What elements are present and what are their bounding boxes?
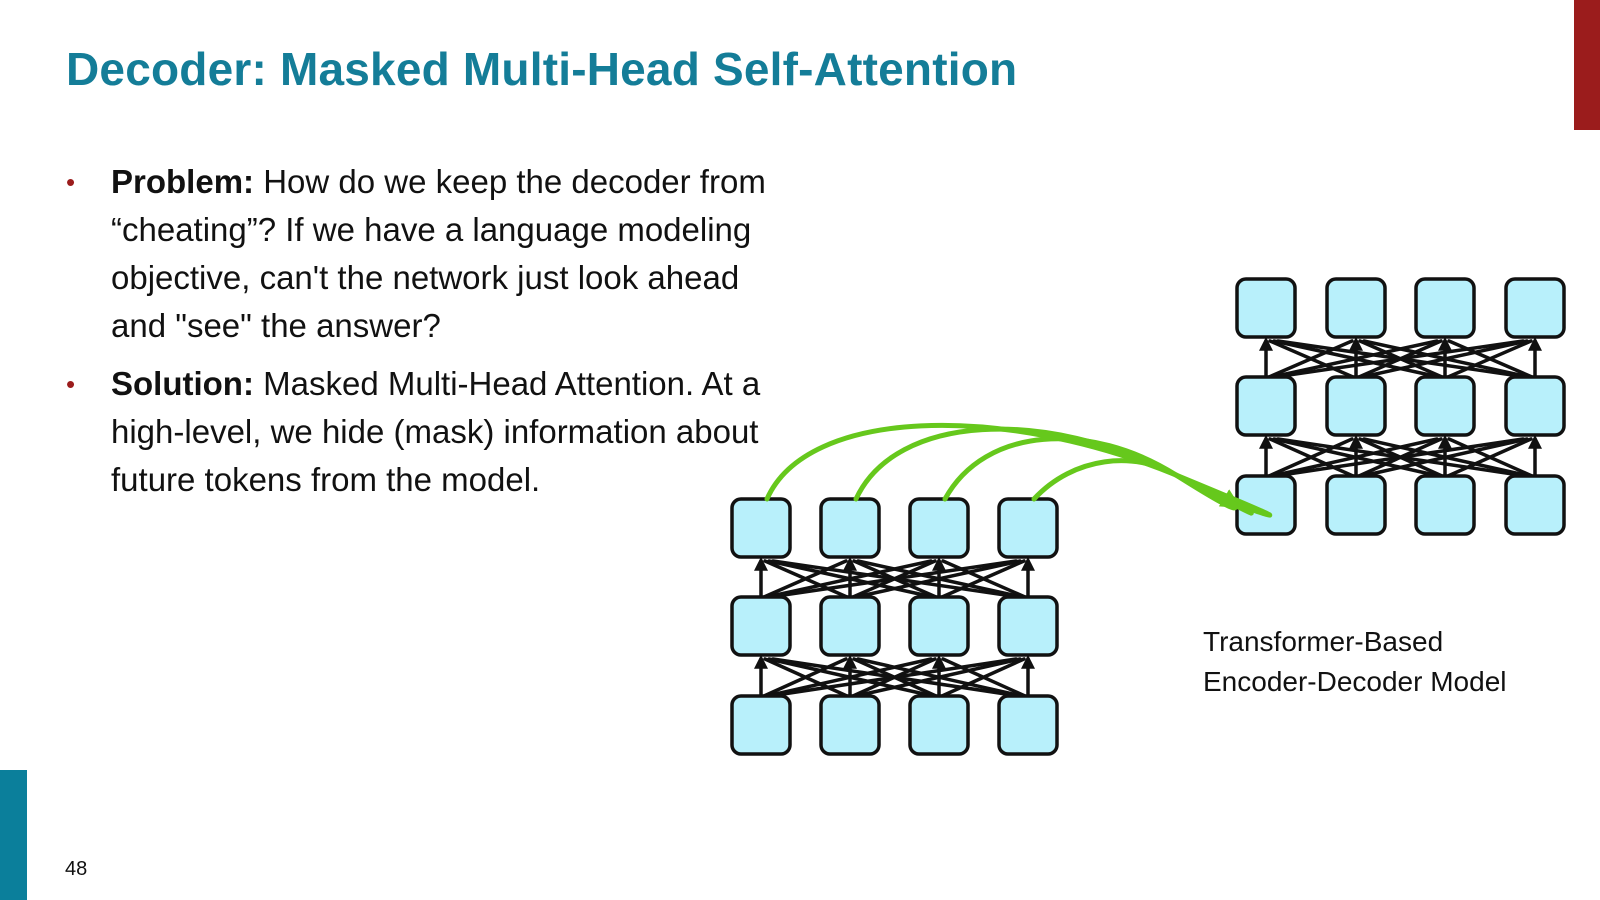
- cross-attention-arrows: [764, 422, 1273, 518]
- decoder-attention-edge: [1268, 437, 1355, 478]
- bullet-solution-lead: Solution:: [111, 365, 254, 402]
- decoder-node: [1504, 474, 1566, 536]
- decoder-node: [1504, 375, 1566, 437]
- bottom-left-accent-bar: [0, 770, 27, 900]
- diagram-caption: Transformer-Based Encoder-Decoder Model: [1203, 622, 1507, 702]
- decoder-node: [1235, 375, 1297, 437]
- encoder-node: [908, 694, 970, 756]
- decoder-stack: [1235, 277, 1566, 536]
- decoder-node: [1325, 375, 1387, 437]
- page-number: 48: [65, 858, 88, 880]
- encoder-node: [997, 694, 1059, 756]
- encoder-attention-edge: [941, 657, 1027, 698]
- decoder-attention-edge: [1447, 437, 1534, 478]
- bullet-problem: • Problem: How do we keep the decoder fr…: [66, 158, 766, 350]
- encoder-node: [730, 595, 792, 657]
- encoder-node: [997, 497, 1059, 559]
- bullet-problem-lead: Problem:: [111, 163, 255, 200]
- bullet-problem-text: How do we keep the decoder from “cheatin…: [111, 163, 766, 344]
- decoder-attention-edge: [1362, 339, 1531, 379]
- encoder-attention-edge: [771, 657, 1021, 698]
- encoder-attention-edge: [771, 559, 1021, 599]
- slide-title: Decoder: Masked Multi-Head Self-Attentio…: [66, 43, 1018, 95]
- encoder-attention-edge: [856, 657, 1024, 698]
- decoder-attention-edge: [1276, 339, 1528, 379]
- encoder-attention-edge: [941, 559, 1027, 599]
- bullet-dot-icon: •: [66, 369, 76, 399]
- encoder-stack: [730, 497, 1059, 756]
- encoder-node: [819, 694, 881, 756]
- encoder-node: [997, 595, 1059, 657]
- decoder-attention-edge: [1268, 339, 1355, 379]
- encoder-node: [730, 497, 792, 559]
- bullet-dot-icon: •: [66, 167, 76, 197]
- caption-line-1: Transformer-Based: [1203, 626, 1444, 657]
- encoder-node: [819, 497, 881, 559]
- decoder-attention-edge: [1276, 437, 1528, 478]
- cross-attention-arrow: [942, 436, 1239, 511]
- decoder-node: [1325, 474, 1387, 536]
- decoder-node: [1504, 277, 1566, 339]
- encoder-attention-edge: [767, 559, 935, 599]
- decoder-node: [1325, 277, 1387, 339]
- encoder-attention-edge: [763, 559, 849, 599]
- encoder-node: [819, 595, 881, 657]
- encoder-node: [730, 694, 792, 756]
- decoder-attention-edge: [1447, 339, 1534, 379]
- bullet-list: • Problem: How do we keep the decoder fr…: [66, 158, 766, 514]
- decoder-attention-edge: [1362, 437, 1531, 478]
- cross-attention-arrow: [1031, 458, 1239, 508]
- decoder-node: [1414, 375, 1476, 437]
- encoder-node: [908, 595, 970, 657]
- decoder-attention-edge: [1272, 339, 1441, 379]
- encoder-node: [908, 497, 970, 559]
- caption-line-2: Encoder-Decoder Model: [1203, 666, 1507, 697]
- bullet-solution: • Solution: Masked Multi-Head Attention.…: [66, 360, 766, 504]
- top-right-accent-bar: [1574, 0, 1600, 130]
- bullet-solution-text: Masked Multi-Head Attention. At a high-l…: [111, 365, 761, 498]
- encoder-attention-edge: [856, 559, 1024, 599]
- decoder-attention-edge: [1272, 437, 1441, 478]
- decoder-node: [1414, 474, 1476, 536]
- decoder-node: [1235, 277, 1297, 339]
- decoder-node: [1414, 277, 1476, 339]
- encoder-attention-edge: [767, 657, 935, 698]
- encoder-attention-edge: [763, 657, 849, 698]
